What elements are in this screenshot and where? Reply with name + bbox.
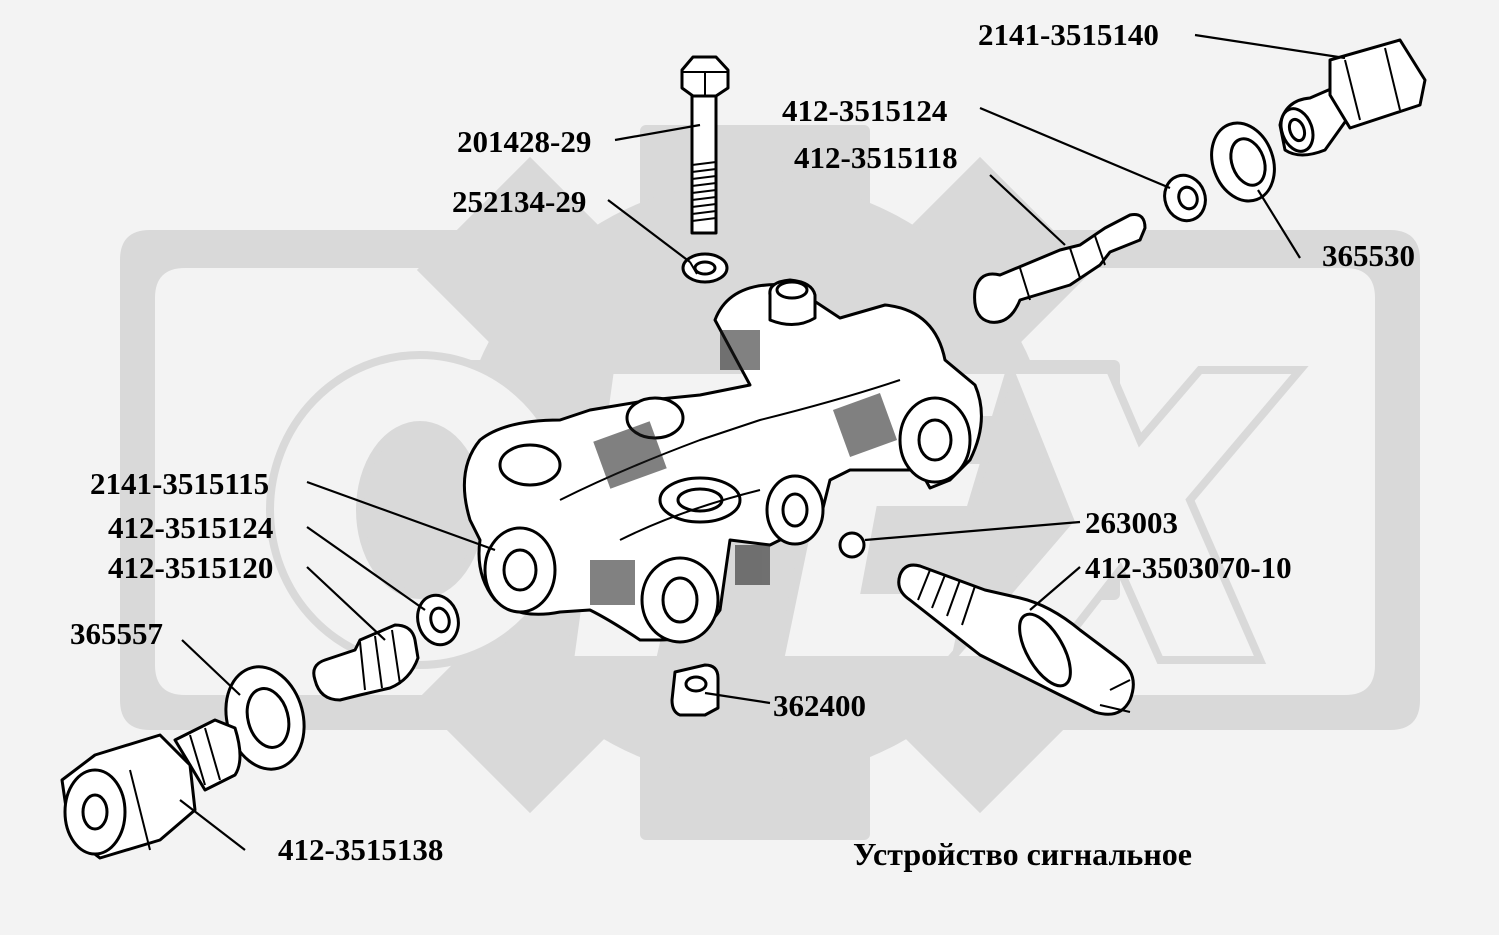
plug-part	[670, 663, 720, 717]
label-412-3515124-top: 412-3515124	[782, 93, 947, 128]
part-labels: 2141-3515140 412-3515124 412-3515118 201…	[70, 17, 1415, 867]
leader-lines	[179, 33, 1346, 851]
label-412-3515118: 412-3515118	[794, 140, 958, 175]
label-201428-29: 201428-29	[457, 124, 591, 159]
fitting-top-part	[1278, 38, 1427, 157]
valve-part	[312, 623, 420, 702]
lock-washer-part	[681, 252, 729, 284]
ball-part	[838, 531, 866, 559]
label-365557: 365557	[70, 616, 163, 651]
label-2141-3515115: 2141-3515115	[90, 466, 269, 501]
label-362400: 362400	[773, 688, 866, 723]
bolt-part	[680, 55, 730, 235]
label-252134-29: 252134-29	[452, 184, 586, 219]
small-washer-bottom-part	[416, 593, 460, 647]
label-263003: 263003	[1085, 505, 1178, 540]
label-365530: 365530	[1322, 238, 1415, 273]
sensor-switch-part	[897, 563, 1135, 716]
label-412-3515120: 412-3515120	[108, 550, 273, 585]
label-412-3503070-10: 412-3503070-10	[1085, 550, 1292, 585]
sealing-ring-top-part	[1210, 121, 1276, 203]
housing-part	[462, 278, 983, 644]
label-2141-3515140: 2141-3515140	[978, 17, 1159, 52]
plunger-part	[973, 213, 1147, 324]
small-washer-top-part	[1163, 173, 1207, 223]
label-412-3515138: 412-3515138	[278, 832, 443, 867]
diagram-caption: Устройство сигнальное	[853, 836, 1192, 872]
label-412-3515124-bottom: 412-3515124	[108, 510, 273, 545]
fitting-bottom-part	[60, 718, 242, 860]
